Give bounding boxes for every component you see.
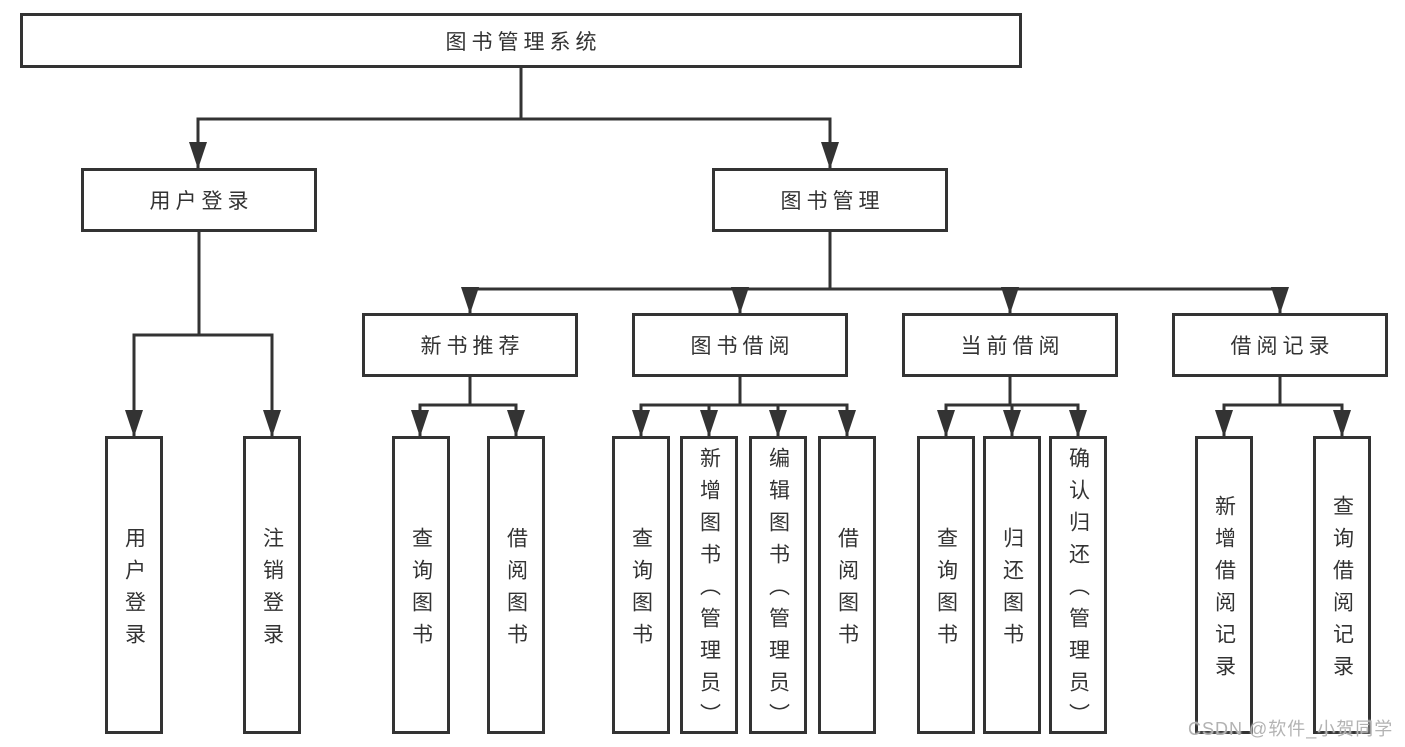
node-leaf-query-books-3-label: 查询图书 [934,526,958,655]
node-book-borrowing: 图书借阅 [632,313,848,377]
node-leaf-query-books-1: 查询图书 [392,436,450,734]
node-leaf-confirm-return-admin: 确认归还（管理员） [1049,436,1107,735]
node-leaf-return-book-label: 归还图书 [1000,526,1024,655]
node-user-login-label: 用户登录 [149,190,254,213]
node-leaf-query-borrow-record: 查询借阅记录 [1313,436,1371,734]
node-leaf-user-login: 用户登录 [105,436,163,734]
node-leaf-logout-label: 注销登录 [260,526,284,655]
node-borrow-records: 借阅记录 [1172,313,1388,377]
node-leaf-query-books-2: 查询图书 [612,436,670,734]
node-leaf-borrow-books-2: 借阅图书 [818,436,876,734]
node-leaf-edit-book-admin: 编辑图书（管理员） [749,436,807,735]
node-leaf-query-books-1-label: 查询图书 [409,526,433,655]
node-root-system: 图书管理系统 [20,13,1022,68]
node-leaf-query-books-2-label: 查询图书 [629,526,653,655]
node-new-book-recommend: 新书推荐 [362,313,578,377]
node-book-management-label: 图书管理 [780,190,885,213]
csdn-watermark: CSDN @软件_小贺同学 [1188,719,1394,739]
node-leaf-borrow-books-2-label: 借阅图书 [835,526,859,655]
node-new-book-recommend-label: 新书推荐 [420,335,525,358]
node-leaf-confirm-return-admin-label: 确认归还（管理员） [1066,446,1090,735]
node-book-management: 图书管理 [712,168,948,232]
node-current-borrowing: 当前借阅 [902,313,1118,377]
node-user-login: 用户登录 [81,168,317,232]
node-leaf-user-login-label: 用户登录 [122,526,146,655]
node-current-borrowing-label: 当前借阅 [960,335,1065,358]
node-leaf-return-book: 归还图书 [983,436,1041,734]
node-borrow-records-label: 借阅记录 [1230,335,1335,358]
node-leaf-query-borrow-record-label: 查询借阅记录 [1330,494,1354,687]
node-root-system-label: 图书管理系统 [445,30,602,54]
node-leaf-add-book-admin-label: 新增图书（管理员） [697,446,721,735]
node-leaf-add-book-admin: 新增图书（管理员） [680,436,738,735]
node-leaf-edit-book-admin-label: 编辑图书（管理员） [766,446,790,735]
node-leaf-add-borrow-record: 新增借阅记录 [1195,436,1253,734]
node-leaf-logout: 注销登录 [243,436,301,734]
node-leaf-add-borrow-record-label: 新增借阅记录 [1212,494,1236,687]
node-leaf-borrow-books-1: 借阅图书 [487,436,545,734]
node-book-borrowing-label: 图书借阅 [690,335,795,358]
node-leaf-query-books-3: 查询图书 [917,436,975,734]
node-leaf-borrow-books-1-label: 借阅图书 [504,526,528,655]
